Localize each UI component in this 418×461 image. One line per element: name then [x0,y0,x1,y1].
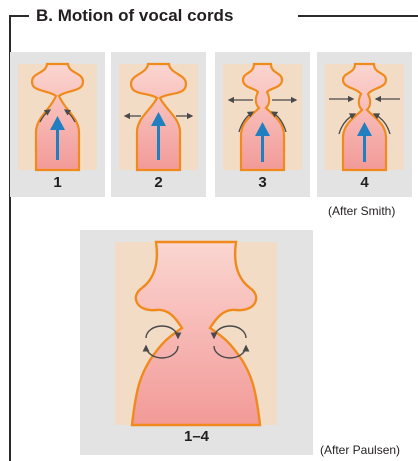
section-title: B. Motion of vocal cords [30,5,239,27]
panel-label: 1 [10,174,105,191]
credit-after-paulsen: (After Paulsen) [320,443,400,457]
panel-label: 3 [215,174,310,191]
frame-top-right [298,15,418,17]
panel-1: 1 [10,52,105,197]
panel-label: 2 [111,174,206,191]
panel-combined: 1–4 [80,230,313,455]
vocal-cords-diagram-combined [80,230,313,455]
panel-4: 4 [317,52,412,197]
frame-top-left [9,15,29,17]
panel-3: 3 [215,52,310,197]
credit-after-smith: (After Smith) [328,204,395,218]
panel-label: 1–4 [80,428,313,445]
panel-label: 4 [317,174,412,191]
panel-2: 2 [111,52,206,197]
